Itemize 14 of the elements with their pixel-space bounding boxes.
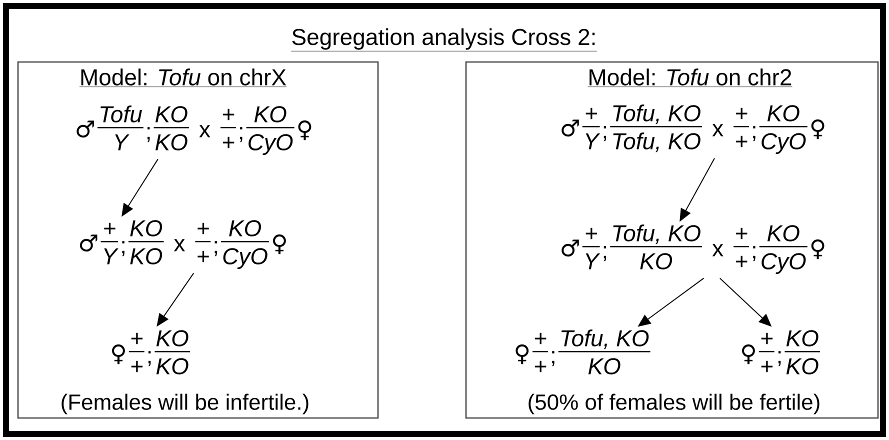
panel-note: (Females will be infertile.) <box>62 394 308 414</box>
genotype-cross: ♀ + + ; KO KO <box>112 330 190 374</box>
genotype-cross: ♂ + Y; Tofu, KO Tofu, KO x + + ; KO CyO ♀ <box>562 104 824 154</box>
panel-box <box>17 61 379 419</box>
genotype-cross: ♂ Tofu Y ; KO KO x + + ; KO CyO ♀ <box>76 106 312 155</box>
genotype-cross: ♀ + + ; KO KO <box>742 330 820 374</box>
panel-box <box>465 61 879 419</box>
panel-heading: Model: Tofu on chr2 <box>588 68 792 88</box>
genotype-cross: ♂ + Y; KO KO x + + ; KO CyO ♀ <box>80 220 286 269</box>
panel-heading: Model: Tofu on chrX <box>79 68 287 88</box>
title: Segregation analysis Cross 2: <box>291 28 597 52</box>
genotype-cross: ♀ + + ; Tofu, KO KO <box>516 330 650 374</box>
panel-note: (50% of females will be fertile) <box>528 394 820 414</box>
genotype-cross: ♂ + Y; Tofu, KO KO x + + ; KO CyO ♀ <box>562 224 824 274</box>
